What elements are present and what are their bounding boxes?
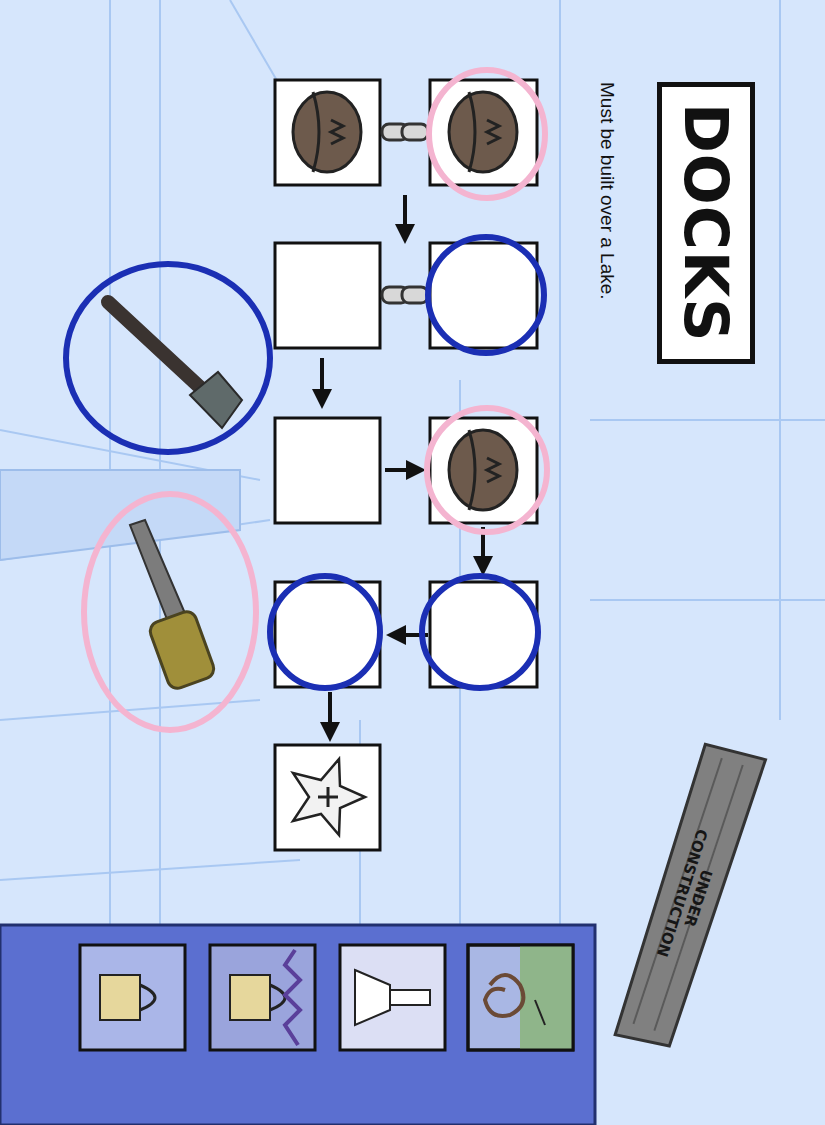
tool-panel	[230, 975, 270, 1020]
flow-box	[275, 745, 380, 850]
sign-text: UNDER CONSTRUCTION	[651, 819, 729, 972]
coin-token	[449, 92, 517, 172]
sketch-lines	[109, 0, 111, 930]
flow-arrow	[403, 195, 407, 240]
hammer-icon	[108, 302, 205, 392]
tool-panel	[520, 945, 573, 1050]
blue-circle	[422, 576, 538, 688]
pink-circle	[84, 494, 256, 730]
chainsaw-icon	[130, 520, 217, 691]
flow-box	[275, 80, 380, 185]
flow-box	[275, 418, 380, 523]
coin-token	[487, 120, 499, 144]
tool-panel	[285, 950, 300, 1045]
blue-circle	[428, 237, 544, 353]
flow-box	[275, 243, 380, 348]
coin-token	[449, 430, 517, 510]
star-symbol	[293, 759, 365, 835]
coin-token	[313, 92, 319, 172]
chainsaw-icon	[147, 609, 216, 691]
sketch-lines	[559, 0, 561, 930]
chain-link	[402, 287, 428, 303]
coin-token	[293, 92, 361, 172]
flow-box	[430, 243, 537, 348]
tool-panel	[270, 985, 285, 1010]
star-symbol	[327, 787, 330, 807]
tool-panel	[0, 925, 595, 1125]
flow-arrow	[385, 468, 422, 472]
chain-link	[402, 124, 428, 140]
sketch-lines	[590, 599, 825, 601]
coin-token	[469, 430, 475, 510]
blue-circle	[66, 264, 270, 452]
tool-panel	[80, 945, 185, 1050]
coin-token	[331, 120, 343, 144]
tool-panel	[100, 975, 140, 1020]
hammer-icon	[108, 302, 242, 428]
tool-panel	[535, 1000, 545, 1025]
coin-token	[293, 92, 361, 172]
flow-arrow	[320, 358, 324, 405]
plank-sign	[611, 741, 765, 1053]
sketch-lines	[159, 0, 161, 930]
pink-circle	[429, 70, 545, 198]
flow-box	[430, 80, 537, 185]
blue-circle	[270, 576, 380, 688]
coin-token	[469, 92, 475, 172]
plank-sign	[611, 741, 765, 1053]
sketch-lines	[779, 0, 781, 720]
hammer-icon	[190, 372, 242, 428]
rule-text: Must be built over a Lake.	[595, 82, 618, 907]
flow-arrow	[328, 692, 332, 738]
card-title: DOCKS	[676, 103, 736, 343]
coin-token	[293, 92, 517, 510]
flow-box	[430, 418, 537, 523]
tool-panel	[355, 970, 390, 1025]
star-symbol	[293, 759, 365, 835]
coin-token	[449, 92, 517, 172]
chain-link	[382, 124, 428, 303]
flow-arrow	[322, 195, 483, 738]
tool-panel	[340, 945, 445, 1050]
tool-panel	[140, 985, 155, 1010]
pink-circle	[84, 70, 547, 730]
tool-panel	[468, 945, 573, 1050]
tool-panel	[0, 925, 595, 1125]
tool-panel	[468, 945, 573, 1050]
tool-panel	[485, 975, 523, 1016]
sketch-lines	[0, 860, 300, 880]
sketch-lines	[590, 419, 825, 421]
pink-circle	[427, 408, 547, 532]
blue-circle	[66, 237, 544, 688]
tool-panel	[210, 945, 315, 1050]
tool-panel	[390, 990, 430, 1005]
coin-token	[487, 458, 499, 482]
title-box: DOCKS	[657, 82, 755, 364]
coin-token	[449, 430, 517, 510]
